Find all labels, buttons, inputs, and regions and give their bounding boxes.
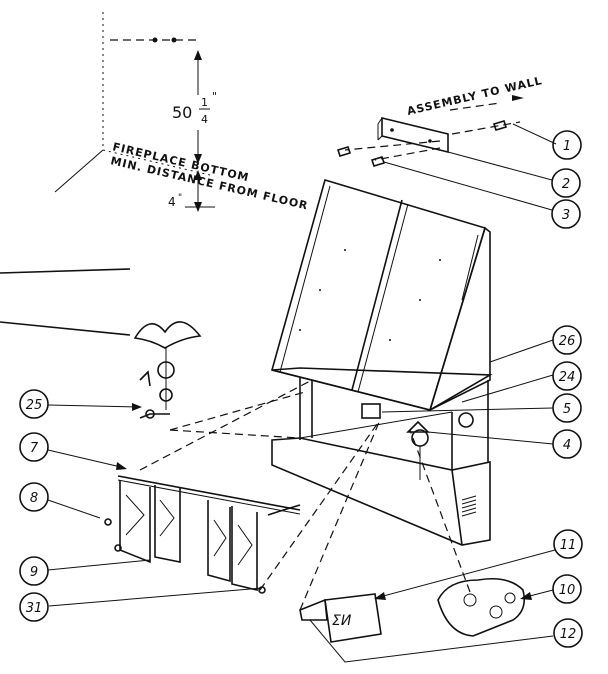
- callout-8: 8: [19, 482, 101, 519]
- dimension-4-inch: ": [178, 193, 182, 203]
- svg-text:11: 11: [560, 538, 577, 553]
- callout-7: 7: [19, 432, 127, 470]
- callout-9: 9: [19, 556, 151, 586]
- fire-screen: [104, 475, 301, 594]
- svg-text:ΣИ: ΣИ: [332, 613, 352, 629]
- assembly-to-wall-label: ASSEMBLY TO WALL: [406, 74, 544, 118]
- svg-text:1: 1: [563, 139, 571, 154]
- callout-10: 10: [520, 574, 582, 604]
- callout-25: 25: [19, 389, 142, 419]
- log-set: [437, 577, 526, 637]
- callout-4: 4: [427, 429, 582, 459]
- dimension-50-denominator: 4: [201, 113, 208, 126]
- callout-12: 12: [309, 618, 583, 663]
- dimension-50-inch: ": [212, 90, 217, 103]
- dimension-50-numerator: 1: [201, 96, 208, 109]
- callout-2: 2: [447, 151, 581, 198]
- svg-text:3: 3: [562, 208, 570, 223]
- svg-text:4: 4: [563, 438, 571, 453]
- svg-text:9: 9: [30, 565, 38, 580]
- hood-panels: [271, 178, 491, 412]
- assembly-leaders: [139, 379, 471, 611]
- svg-text:7: 7: [30, 441, 39, 456]
- reference-line-2: [0, 321, 131, 336]
- svg-text:8: 8: [30, 491, 38, 506]
- dimension-4: 4: [168, 195, 176, 209]
- svg-text:2: 2: [562, 177, 570, 192]
- reference-line-1: [0, 268, 131, 274]
- svg-text:10: 10: [559, 583, 576, 598]
- svg-text:31: 31: [26, 601, 43, 616]
- svg-text:24: 24: [559, 370, 576, 385]
- svg-text:25: 25: [26, 398, 43, 413]
- flame-bulb: ΣИ: [299, 593, 382, 643]
- callout-3: 3: [383, 161, 581, 229]
- dimension-50: 50: [172, 103, 192, 122]
- wall-reference: [54, 12, 215, 212]
- svg-text:26: 26: [559, 334, 576, 349]
- fireplace-base: [271, 367, 493, 546]
- callout-26: 26: [489, 325, 582, 363]
- callout-5: 5: [381, 393, 582, 423]
- callout-31: 31: [19, 587, 263, 622]
- vent-grille: [461, 495, 477, 517]
- svg-text:5: 5: [563, 402, 571, 417]
- callout-11: 11: [374, 529, 583, 600]
- callout-1: 1: [512, 123, 582, 160]
- callout-24: 24: [461, 361, 582, 403]
- eagle-finial: [133, 321, 202, 419]
- svg-text:12: 12: [560, 627, 577, 642]
